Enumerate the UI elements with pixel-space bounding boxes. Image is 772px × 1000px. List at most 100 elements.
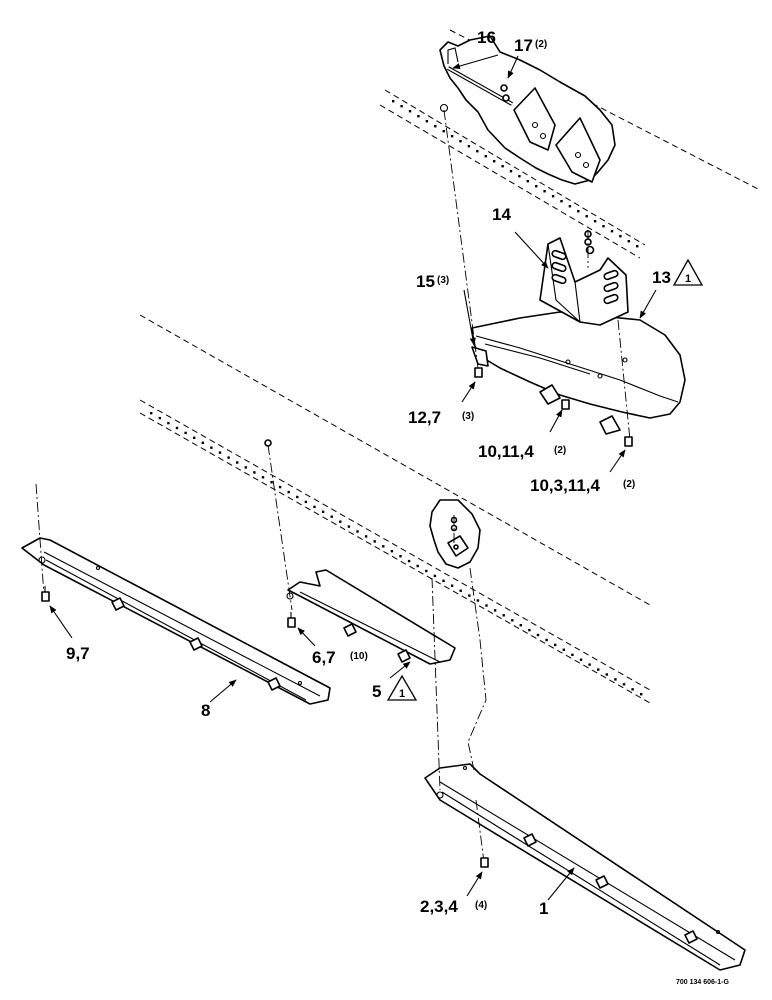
rail-hole (407, 559, 411, 563)
rail-hole (408, 110, 412, 113)
rail-hole (614, 678, 617, 681)
rail-hole (536, 633, 540, 637)
leader-lines (49, 54, 657, 901)
rail-hole (253, 471, 256, 474)
rail-hole (313, 505, 316, 509)
callout-13: 13 (652, 268, 671, 287)
rail-hole (577, 210, 580, 213)
note-triangle-5: 1 (386, 674, 418, 701)
rail-hole (158, 416, 161, 420)
callout-10b: 10,3,11,4 (530, 476, 601, 495)
rail-hole (511, 619, 514, 622)
rail-hole (201, 441, 204, 444)
bolt-6 (287, 612, 296, 628)
callout-2-qty: (4) (475, 900, 487, 911)
callout-14: 14 (492, 205, 511, 224)
callout-10a: 10,11,4 (478, 442, 534, 461)
callout-labels: 16 17 (2) 14 13 1 15 (3) 12,7 (3) 10,11,… (66, 28, 704, 918)
rail-hole (356, 530, 359, 533)
rail-hole (640, 693, 643, 696)
rail-hole (433, 574, 437, 578)
callout-12-qty: (3) (462, 411, 474, 422)
rail-hole (296, 495, 299, 499)
bolt-12 (474, 367, 483, 378)
rail-hole (526, 180, 529, 183)
rail-hole (175, 426, 179, 430)
rail-hole (585, 215, 588, 218)
skid-shoe-8 (21, 537, 331, 705)
rail-hole (261, 476, 265, 479)
rail-hole (622, 683, 626, 686)
callout-16: 16 (477, 28, 496, 47)
figure-id: 700 134 606-1-G (676, 979, 729, 986)
callout-17-qty: (2) (535, 39, 547, 50)
rail-hole (571, 653, 574, 656)
rail-hole (535, 185, 538, 188)
upper-frame-rail (379, 29, 761, 259)
upper-cutaway-detail (439, 35, 616, 185)
rail-hole (330, 515, 333, 518)
skid-shoe-5 (286, 569, 456, 665)
rail-hole (636, 245, 639, 248)
callout-5: 5 (372, 682, 381, 701)
rail-hole (450, 584, 454, 587)
rail-hole (442, 130, 445, 133)
rail-hole (560, 200, 563, 203)
rail-hole (519, 624, 522, 627)
rail-hole (493, 609, 497, 612)
note-triangle-13: 1 (672, 258, 704, 286)
callout-15-qty: (3) (437, 275, 449, 286)
rail-hole (467, 145, 471, 148)
crop-deflector-13 (471, 311, 686, 435)
rail-hole (501, 165, 504, 168)
rail-hole (493, 160, 496, 163)
rail-hole (631, 688, 634, 691)
assembly-lines (35, 109, 631, 863)
hardware (41, 367, 633, 868)
rail-hole (468, 594, 471, 597)
rail-hole (610, 230, 614, 233)
bolt-10a (561, 399, 570, 410)
rail-hole (184, 431, 187, 435)
rail-hole (562, 648, 565, 651)
rail-hole (364, 535, 368, 538)
svg-text:1: 1 (685, 273, 691, 285)
rail-hole (392, 100, 395, 103)
rail-hole (304, 500, 308, 504)
bolt-9 (41, 586, 50, 602)
rail-hole (210, 446, 213, 449)
nut-6 (264, 439, 272, 447)
callout-6-qty: (10) (350, 651, 368, 662)
rail-hole (459, 140, 462, 143)
rail-hole (347, 525, 351, 528)
rail-hole (502, 614, 505, 617)
rail-hole (509, 170, 513, 173)
rail-hole (167, 421, 170, 425)
rail-hole (605, 673, 608, 676)
callout-10b-qty: (2) (623, 479, 635, 490)
rail-hole (476, 599, 480, 602)
rail-hole (400, 105, 403, 108)
rail-hole (425, 569, 428, 573)
callout-8: 8 (201, 701, 210, 720)
rail-hole (416, 564, 419, 568)
rail-hole (554, 643, 557, 647)
rail-hole (278, 485, 282, 489)
rail-hole (450, 135, 454, 138)
rail-hole (518, 175, 521, 178)
rail-hole (579, 658, 583, 661)
rail-hole (442, 579, 445, 582)
rail-hole (459, 589, 462, 592)
rail-hole (373, 540, 376, 543)
rail-hole (597, 668, 600, 671)
center-cutaway-detail (429, 499, 481, 569)
rail-hole (382, 545, 385, 548)
callout-17: 17 (514, 36, 533, 55)
rail-hole (270, 481, 273, 484)
rail-hole (602, 225, 605, 228)
rail-hole (528, 628, 531, 632)
rail-hole (150, 412, 153, 415)
callout-9: 9,7 (66, 644, 90, 663)
rail-hole (619, 235, 622, 238)
